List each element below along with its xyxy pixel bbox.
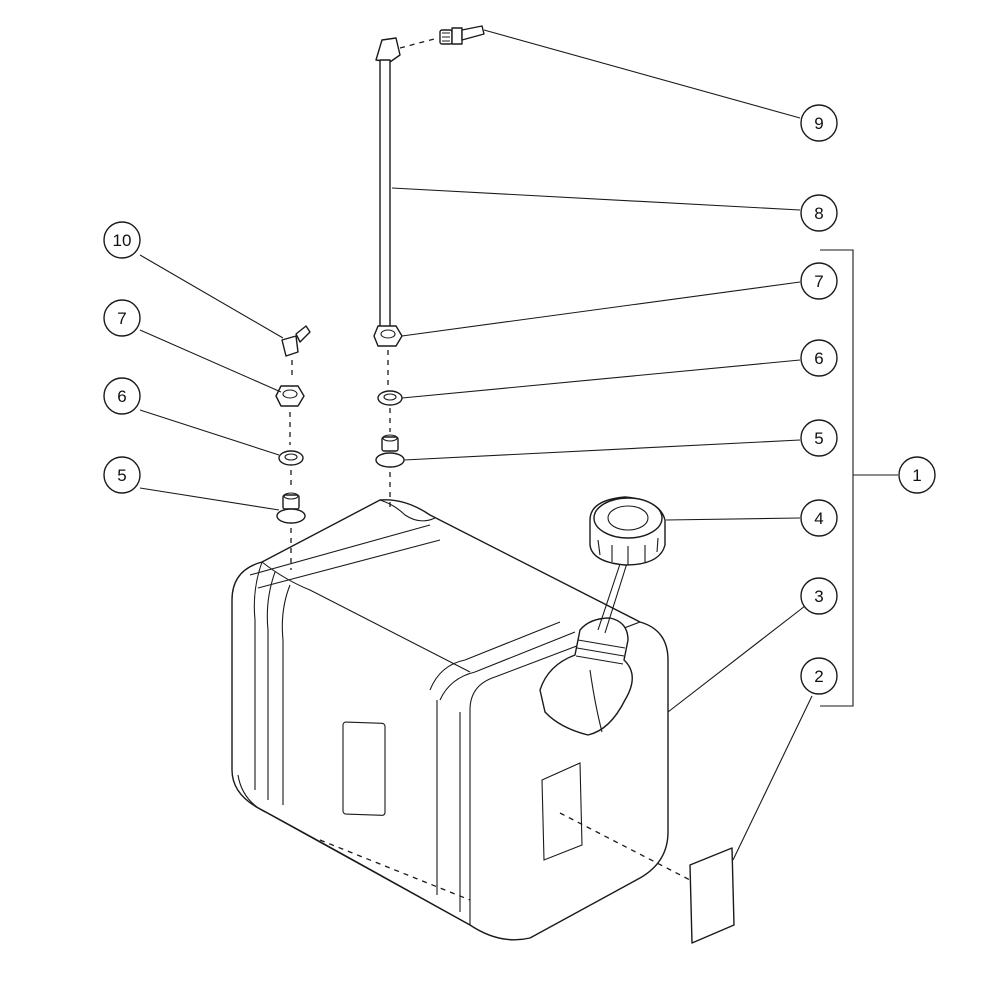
svg-text:5: 5 [814,429,823,448]
callout-5-left: 5 [103,456,141,494]
callout-7-left: 7 [103,299,141,337]
svg-text:1: 1 [912,466,921,485]
callout-2: 2 [800,657,838,695]
svg-text:9: 9 [814,114,823,133]
fuel-tank [231,499,691,941]
callout-6-left: 6 [103,377,141,415]
hose-fitting [439,25,485,45]
svg-text:7: 7 [117,309,126,328]
callout-7-right: 7 [800,262,838,300]
svg-text:3: 3 [814,587,823,606]
pickup-tube [375,37,401,329]
callout-4: 4 [800,499,838,537]
washer-left [278,450,304,466]
svg-text:7: 7 [814,272,823,291]
bushing-left [276,492,306,524]
callout-6-right: 6 [800,339,838,377]
nut-left [275,385,305,407]
svg-text:6: 6 [117,387,126,406]
washer-right [377,390,403,406]
svg-text:10: 10 [113,231,132,250]
callout-10: 10 [103,221,141,259]
callout-3: 3 [800,577,838,615]
callout-9: 9 [800,104,838,142]
svg-text:5: 5 [117,466,126,485]
leader-lines [139,29,898,861]
callout-1: 1 [898,456,936,494]
svg-text:8: 8 [814,204,823,223]
svg-text:4: 4 [814,509,823,528]
filler-cap [589,496,666,566]
nut-right [373,325,403,347]
svg-text:6: 6 [814,349,823,368]
elbow-fitting [281,325,311,357]
callout-8: 8 [800,194,838,232]
svg-text:2: 2 [814,667,823,686]
callout-5-right: 5 [800,419,838,457]
bushing-right [375,434,405,468]
decal-plate [689,847,735,944]
